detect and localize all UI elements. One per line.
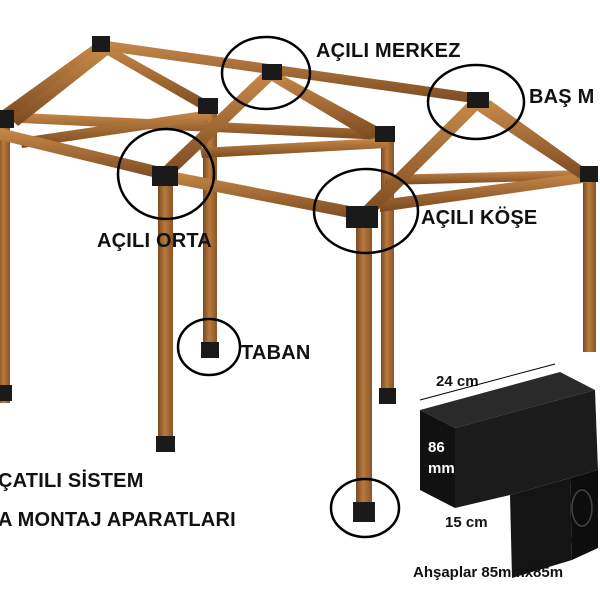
label-bas-m: BAŞ M bbox=[529, 86, 595, 108]
rafter-right-a bbox=[360, 100, 480, 218]
rafter-center-b bbox=[270, 72, 375, 140]
bracket-far-right bbox=[580, 166, 598, 182]
bracket-back-middle bbox=[198, 98, 218, 114]
label-acili-kose: AÇILI KÖŞE bbox=[421, 207, 538, 229]
brackets bbox=[0, 36, 598, 522]
front-eave-beam bbox=[165, 170, 360, 220]
dim-leg: 15 cm bbox=[445, 514, 488, 531]
bracket-side-face bbox=[455, 390, 598, 508]
cross-tie-mid bbox=[200, 138, 387, 158]
post-far-right bbox=[583, 172, 596, 352]
bracket-front-corner bbox=[346, 206, 378, 228]
rafter-right-b bbox=[476, 102, 588, 180]
rafter-front-left-a bbox=[10, 48, 108, 126]
post-back-left bbox=[0, 118, 10, 403]
highlight-rings bbox=[116, 35, 526, 539]
dim-height-value: 86 bbox=[428, 439, 445, 456]
post-front-middle bbox=[158, 178, 173, 448]
base-back-left bbox=[0, 385, 12, 401]
ring-front-base bbox=[329, 477, 401, 539]
bracket-top-face bbox=[420, 372, 595, 428]
bracket-logo bbox=[571, 489, 593, 527]
dim-height-unit: mm bbox=[428, 460, 455, 477]
rafter-back-left-a bbox=[0, 42, 106, 120]
dim-width: 24 cm bbox=[436, 373, 479, 390]
ring-acili-orta bbox=[116, 127, 216, 221]
label-acili-merkez: AÇILI MERKEZ bbox=[316, 40, 461, 62]
rafter-back-left-b bbox=[102, 44, 210, 112]
cross-tie-back bbox=[20, 110, 212, 148]
bracket-back-right bbox=[375, 126, 395, 142]
ring-bas-m bbox=[426, 63, 526, 141]
bracket-center-peak bbox=[262, 64, 282, 80]
bracket-back-peak bbox=[92, 36, 110, 52]
ring-acili-kose bbox=[312, 167, 420, 255]
base-front-middle bbox=[156, 436, 175, 452]
ring-taban bbox=[176, 317, 242, 377]
base-front-corner bbox=[353, 502, 375, 522]
bracket-leg-side bbox=[570, 470, 598, 560]
label-system-line1: ÇATILI SİSTEM bbox=[0, 470, 144, 492]
bracket-closeup bbox=[419, 363, 598, 578]
bracket-front-middle bbox=[152, 166, 178, 186]
rafter-center-a bbox=[160, 70, 275, 178]
bracket-back-left bbox=[0, 110, 14, 128]
front-left-eave-beam bbox=[0, 128, 165, 180]
bracket-right-peak bbox=[467, 92, 489, 108]
caption-wood-size: Ahşaplar 85mmx85m bbox=[413, 564, 564, 581]
right-eave-beam bbox=[380, 172, 590, 212]
back-eave-beam bbox=[0, 112, 385, 140]
base-back-right bbox=[379, 388, 396, 404]
dim-line-width bbox=[419, 363, 556, 401]
label-system-line2: A MONTAJ APARATLARI bbox=[0, 509, 236, 531]
ridge-beam bbox=[100, 40, 480, 104]
bracket-leg bbox=[510, 478, 572, 578]
bracket-front-face bbox=[420, 410, 455, 508]
ring-acili-merkez bbox=[220, 35, 312, 111]
label-acili-orta: AÇILI ORTA bbox=[97, 230, 212, 252]
label-taban: TABAN bbox=[241, 342, 311, 364]
base-back-middle bbox=[201, 342, 219, 358]
post-front-corner bbox=[356, 215, 372, 520]
